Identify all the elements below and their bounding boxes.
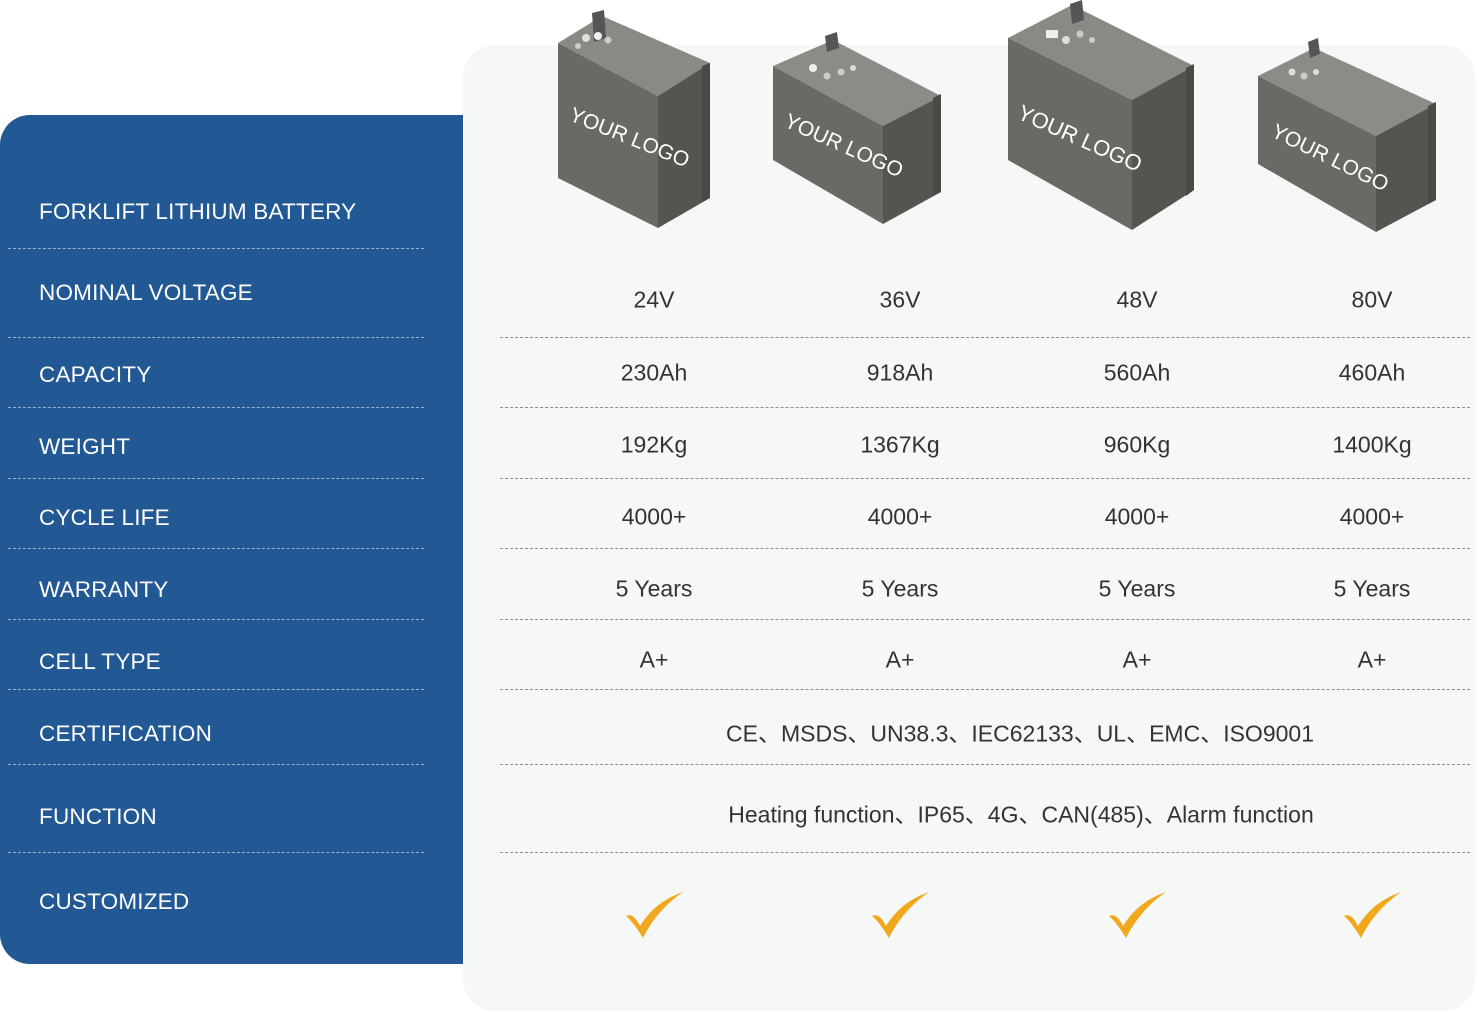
divider	[8, 619, 424, 620]
cycle-life-value: 4000+	[1339, 503, 1405, 530]
weight-value: 192Kg	[620, 431, 688, 458]
divider	[8, 689, 424, 690]
divider	[8, 478, 424, 479]
label-capacity: CAPACITY	[39, 361, 152, 387]
checkmark-icon	[1344, 892, 1401, 938]
checkmark-icon	[1109, 892, 1166, 938]
divider	[500, 407, 1470, 408]
label-nominal-voltage: NOMINAL VOLTAGE	[39, 279, 253, 305]
voltage-value: 36V	[879, 286, 921, 313]
cell-type-value: A+	[885, 646, 915, 673]
capacity-value: 460Ah	[1338, 359, 1406, 386]
divider	[500, 337, 1470, 338]
label-weight: WEIGHT	[39, 433, 131, 459]
battery-image-80v: YOUR LOGO	[1258, 38, 1436, 232]
checkmark-icon	[626, 892, 683, 938]
label-certification: CERTIFICATION	[39, 720, 213, 746]
cycle-life-value: 4000+	[621, 503, 687, 530]
battery-image-36v: YOUR LOGO	[773, 32, 941, 224]
spec-labels-panel	[0, 115, 463, 964]
warranty-value: 5 Years	[861, 575, 939, 602]
warranty-value: 5 Years	[1098, 575, 1176, 602]
cell-type-value: A+	[639, 646, 669, 673]
divider	[500, 764, 1470, 765]
checkmark-icon	[872, 892, 929, 938]
label-warranty: WARRANTY	[39, 576, 169, 602]
divider	[500, 478, 1470, 479]
divider	[8, 337, 424, 338]
weight-value: 1400Kg	[1332, 431, 1412, 458]
divider	[8, 248, 424, 249]
divider	[500, 619, 1470, 620]
label-customized: CUSTOMIZED	[39, 888, 190, 914]
cycle-life-value: 4000+	[1104, 503, 1170, 530]
battery-image-24v: YOUR LOGO	[558, 10, 710, 228]
voltage-value: 80V	[1351, 286, 1393, 313]
divider	[8, 852, 424, 853]
voltage-value: 48V	[1116, 286, 1158, 313]
divider	[500, 548, 1470, 549]
battery-image-48v: YOUR LOGO	[1008, 0, 1194, 230]
divider	[500, 689, 1470, 690]
voltage-value: 24V	[633, 286, 675, 313]
label-cycle-life: CYCLE LIFE	[39, 504, 170, 530]
warranty-value: 5 Years	[1333, 575, 1411, 602]
certification-value: CE、MSDS、UN38.3、IEC62133、UL、EMC、ISO9001	[726, 720, 1314, 747]
capacity-value: 560Ah	[1103, 359, 1171, 386]
cell-type-value: A+	[1122, 646, 1152, 673]
divider	[8, 407, 424, 408]
weight-value: 960Kg	[1103, 431, 1171, 458]
label-cell-type: CELL TYPE	[39, 648, 161, 674]
function-value: Heating function、IP65、4G、CAN(485)、Alarm …	[728, 801, 1314, 828]
product-title: FORKLIFT LITHIUM BATTERY	[39, 198, 357, 224]
divider	[500, 852, 1470, 853]
label-function: FUNCTION	[39, 803, 157, 829]
divider	[8, 764, 424, 765]
capacity-value: 230Ah	[620, 359, 688, 386]
capacity-value: 918Ah	[866, 359, 934, 386]
divider	[8, 548, 424, 549]
cycle-life-value: 4000+	[867, 503, 933, 530]
weight-value: 1367Kg	[860, 431, 940, 458]
cell-type-value: A+	[1357, 646, 1387, 673]
warranty-value: 5 Years	[615, 575, 693, 602]
